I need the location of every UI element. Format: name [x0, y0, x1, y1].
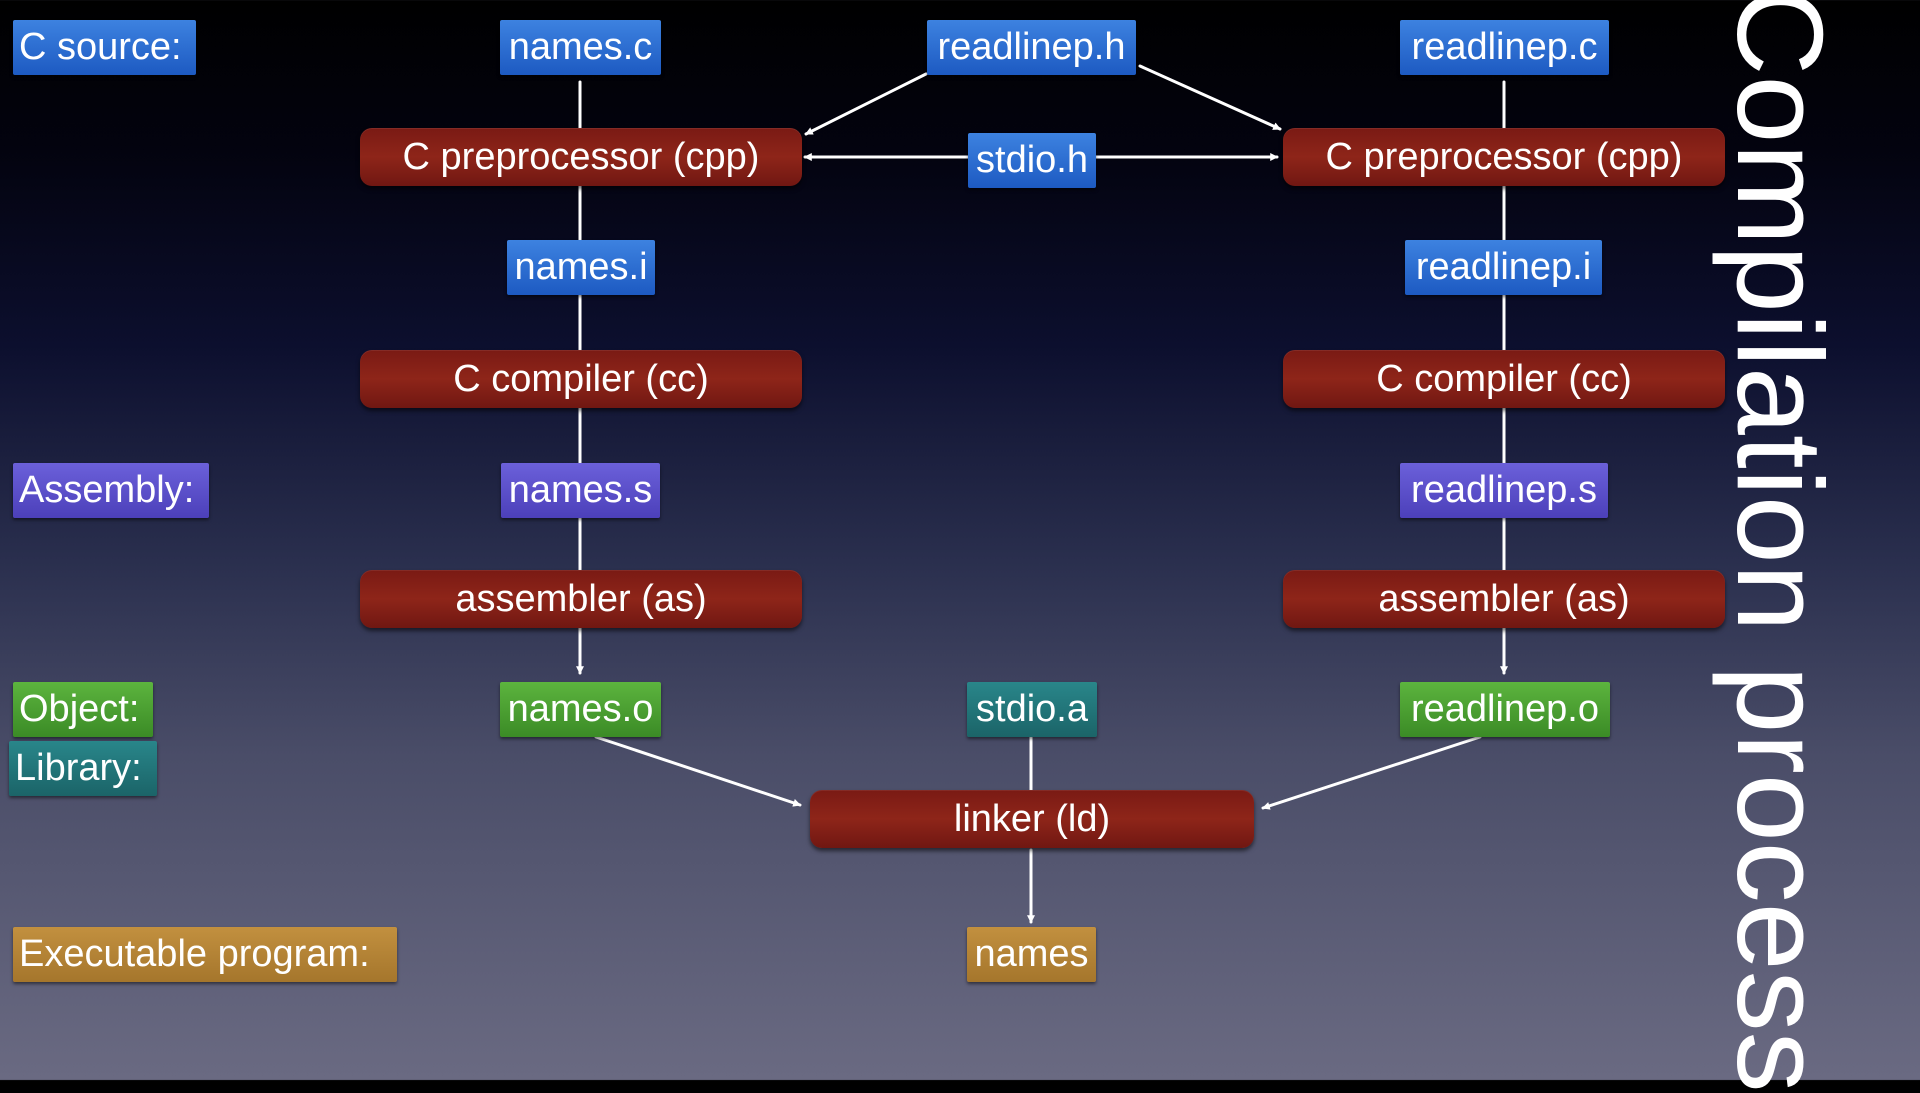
object-label: Object:: [13, 682, 153, 737]
names-s-file: names.s: [501, 463, 660, 518]
c-source-label: C source:: [13, 20, 196, 75]
right-cc-tool: C compiler (cc): [1283, 350, 1725, 408]
edge-readlinep-o-to-linker: [1261, 735, 1482, 810]
readlinep-c-file: readlinep.c: [1400, 20, 1609, 75]
left-cc-tool: C compiler (cc): [360, 350, 802, 408]
executable-program-label: Executable program:: [13, 927, 397, 982]
edge-names-o-to-linker: [594, 735, 802, 807]
stdio-a-file: stdio.a: [967, 682, 1097, 737]
edge-readlinep-h-to-right-cpp: [1138, 64, 1282, 131]
right-as-tool: assembler (as): [1283, 570, 1725, 628]
right-cpp-tool: C preprocessor (cpp): [1283, 128, 1725, 186]
names-i-file: names.i: [507, 240, 655, 295]
left-cpp-tool: C preprocessor (cpp): [360, 128, 802, 186]
names-c-file: names.c: [500, 20, 661, 75]
edge-readlinep-h-to-left-cpp: [804, 72, 928, 136]
names-executable: names: [967, 927, 1096, 982]
assembly-label: Assembly:: [13, 463, 209, 518]
linker-tool: linker (ld): [810, 790, 1254, 848]
stdio-h-file: stdio.h: [968, 133, 1096, 188]
readlinep-i-file: readlinep.i: [1405, 240, 1602, 295]
names-o-file: names.o: [500, 682, 661, 737]
readlinep-o-file: readlinep.o: [1400, 682, 1610, 737]
left-as-tool: assembler (as): [360, 570, 802, 628]
library-label: Library:: [9, 741, 157, 796]
page-title: Compilation process: [1712, 0, 1848, 1093]
readlinep-h-file: readlinep.h: [927, 20, 1136, 75]
readlinep-s-file: readlinep.s: [1400, 463, 1608, 518]
